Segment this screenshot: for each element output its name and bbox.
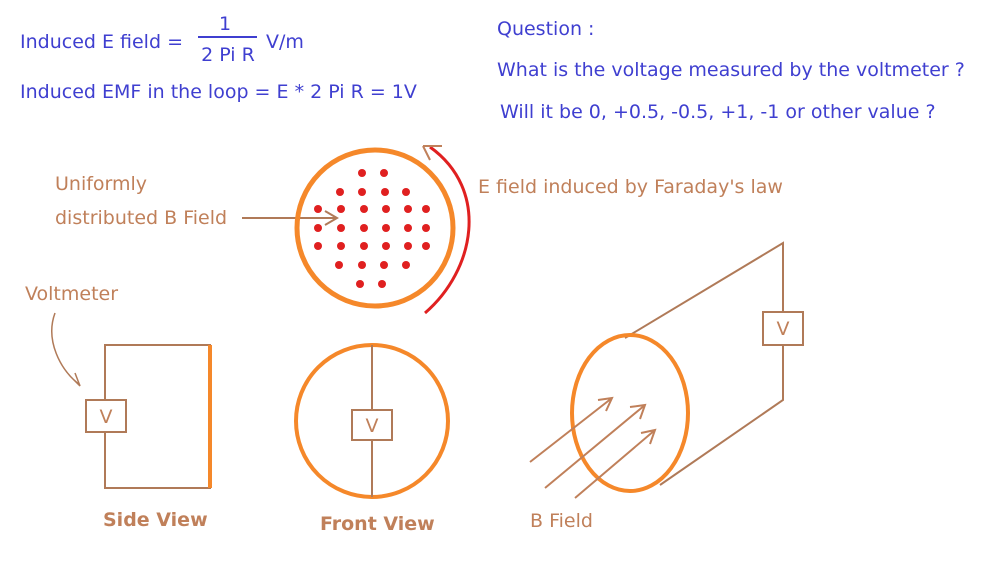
b-field-dot <box>381 188 389 196</box>
efield-numerator: 1 <box>219 13 231 35</box>
efield-denominator: 2 Pi R <box>201 44 255 66</box>
b-field-dot <box>382 224 390 232</box>
efield-prefix: Induced E field = <box>20 31 183 53</box>
b-field-dot <box>336 188 344 196</box>
b-field-dot <box>382 242 390 250</box>
b-field-label: B Field <box>530 510 593 532</box>
efield-unit: V/m <box>266 31 304 53</box>
b-field-dot <box>422 224 430 232</box>
v-symbol: V <box>100 406 113 428</box>
b-field-dot <box>337 205 345 213</box>
e-field-label: E field induced by Faraday's law <box>478 176 783 198</box>
side-voltmeter <box>85 399 127 433</box>
loop-circle <box>294 147 456 309</box>
v-symbol: V <box>777 318 790 340</box>
voltmeter-pointer <box>51 312 81 387</box>
b-field-dot <box>378 280 386 288</box>
b-field-dot <box>422 242 430 250</box>
b-field-dot <box>380 169 388 177</box>
question-title: Question : <box>497 18 594 40</box>
b-field-dots <box>314 169 430 288</box>
b-field-dot <box>404 242 412 250</box>
question-line2: Will it be 0, +0.5, -0.5, +1, -1 or othe… <box>500 101 936 123</box>
front-voltmeter <box>351 409 393 441</box>
e-field-arrow <box>424 145 471 315</box>
emf-formula: Induced EMF in the loop = E * 2 Pi R = 1… <box>20 81 417 103</box>
b-field-dot <box>404 205 412 213</box>
b-field-dot <box>314 242 322 250</box>
3d-voltmeter <box>762 311 804 346</box>
b-field-arrows <box>529 396 657 499</box>
b-field-dot <box>404 224 412 232</box>
b-field-dot <box>314 205 322 213</box>
3d-loop <box>570 333 690 493</box>
uniform-b-label-2: distributed B Field <box>55 207 227 229</box>
b-field-dot <box>382 205 390 213</box>
side-view-label: Side View <box>103 509 208 531</box>
pointer-arrow <box>242 210 339 226</box>
v-symbol: V <box>366 415 379 437</box>
question-line1: What is the voltage measured by the volt… <box>497 59 965 81</box>
b-field-dot <box>358 169 366 177</box>
b-field-dot <box>335 261 343 269</box>
b-field-dot <box>358 188 366 196</box>
voltmeter-label: Voltmeter <box>25 283 118 305</box>
b-field-dot <box>402 261 410 269</box>
arrow-head <box>422 145 442 161</box>
front-view-label: Front View <box>320 513 435 535</box>
b-field-dot <box>358 261 366 269</box>
b-field-dot <box>360 205 368 213</box>
uniform-b-label-1: Uniformly <box>55 173 147 195</box>
b-field-dot <box>314 224 322 232</box>
b-field-dot <box>337 242 345 250</box>
b-field-dot <box>360 224 368 232</box>
b-field-dot <box>422 205 430 213</box>
b-field-dot <box>380 261 388 269</box>
b-field-dot <box>360 242 368 250</box>
3d-wires <box>624 241 784 486</box>
b-field-dot <box>356 280 364 288</box>
b-field-dot <box>402 188 410 196</box>
b-field-dot <box>337 224 345 232</box>
